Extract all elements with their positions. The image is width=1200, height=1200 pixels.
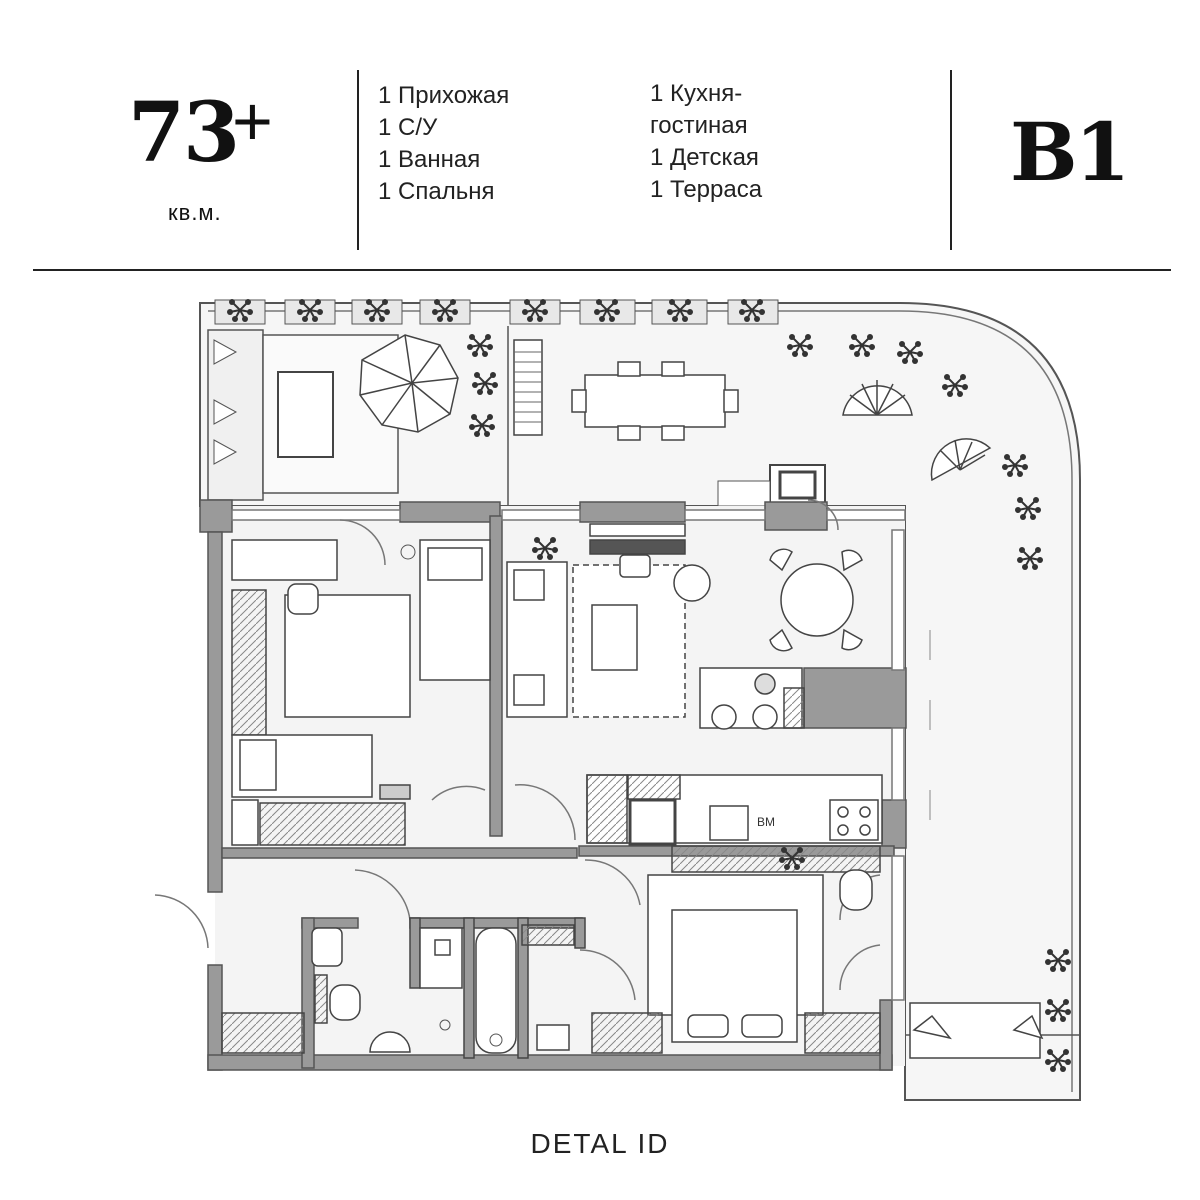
children-room xyxy=(231,539,491,846)
terrace-bench xyxy=(513,339,543,436)
kitchen xyxy=(586,774,883,873)
room-item: гостиная xyxy=(650,112,748,139)
area-value: 73 xyxy=(128,85,240,181)
room-item: 1 Прихожая xyxy=(378,82,510,109)
living-room xyxy=(506,523,711,718)
dining-area xyxy=(699,548,863,730)
room-item: 1 Терраса xyxy=(650,176,763,203)
door-arcs xyxy=(154,499,881,1001)
shell-chairs xyxy=(842,380,992,482)
planter-row xyxy=(214,299,779,325)
divider-left xyxy=(357,70,359,250)
brand-label: DETAL ID xyxy=(530,1128,670,1159)
hall-wardrobe xyxy=(221,1012,305,1054)
floor-plan: ВМ xyxy=(154,298,1081,1101)
room-item: 1 Кухня- xyxy=(650,80,743,107)
room-item: 1 Детская xyxy=(650,144,759,171)
terrace-dining xyxy=(571,361,739,441)
plan-header: 73 + кв.м. 1 Прихожая 1 С/У 1 Ванная 1 С… xyxy=(0,0,1200,272)
divider-right xyxy=(950,70,952,250)
area-plus-sign: + xyxy=(232,82,273,160)
master-bedroom xyxy=(591,869,881,1054)
room-item: 1 Спальня xyxy=(378,178,495,205)
bathrooms xyxy=(311,917,586,1059)
plan-code: B1 xyxy=(1010,105,1130,199)
room-item: 1 Ванная xyxy=(378,146,481,173)
rooms-list-left: 1 Прихожая 1 С/У 1 Ванная 1 Спальня xyxy=(378,80,509,208)
umbrella xyxy=(359,334,459,433)
room-item: 1 С/У xyxy=(378,114,438,141)
rooms-list-right: 1 Кухня- гостиная 1 Детская 1 Терраса xyxy=(650,78,762,206)
washer-label: ВМ xyxy=(757,815,775,829)
windows xyxy=(231,509,906,1001)
header-rule xyxy=(33,269,1171,271)
area-unit: кв.м. xyxy=(168,200,222,225)
terrace-lounge-right xyxy=(909,1002,1044,1059)
